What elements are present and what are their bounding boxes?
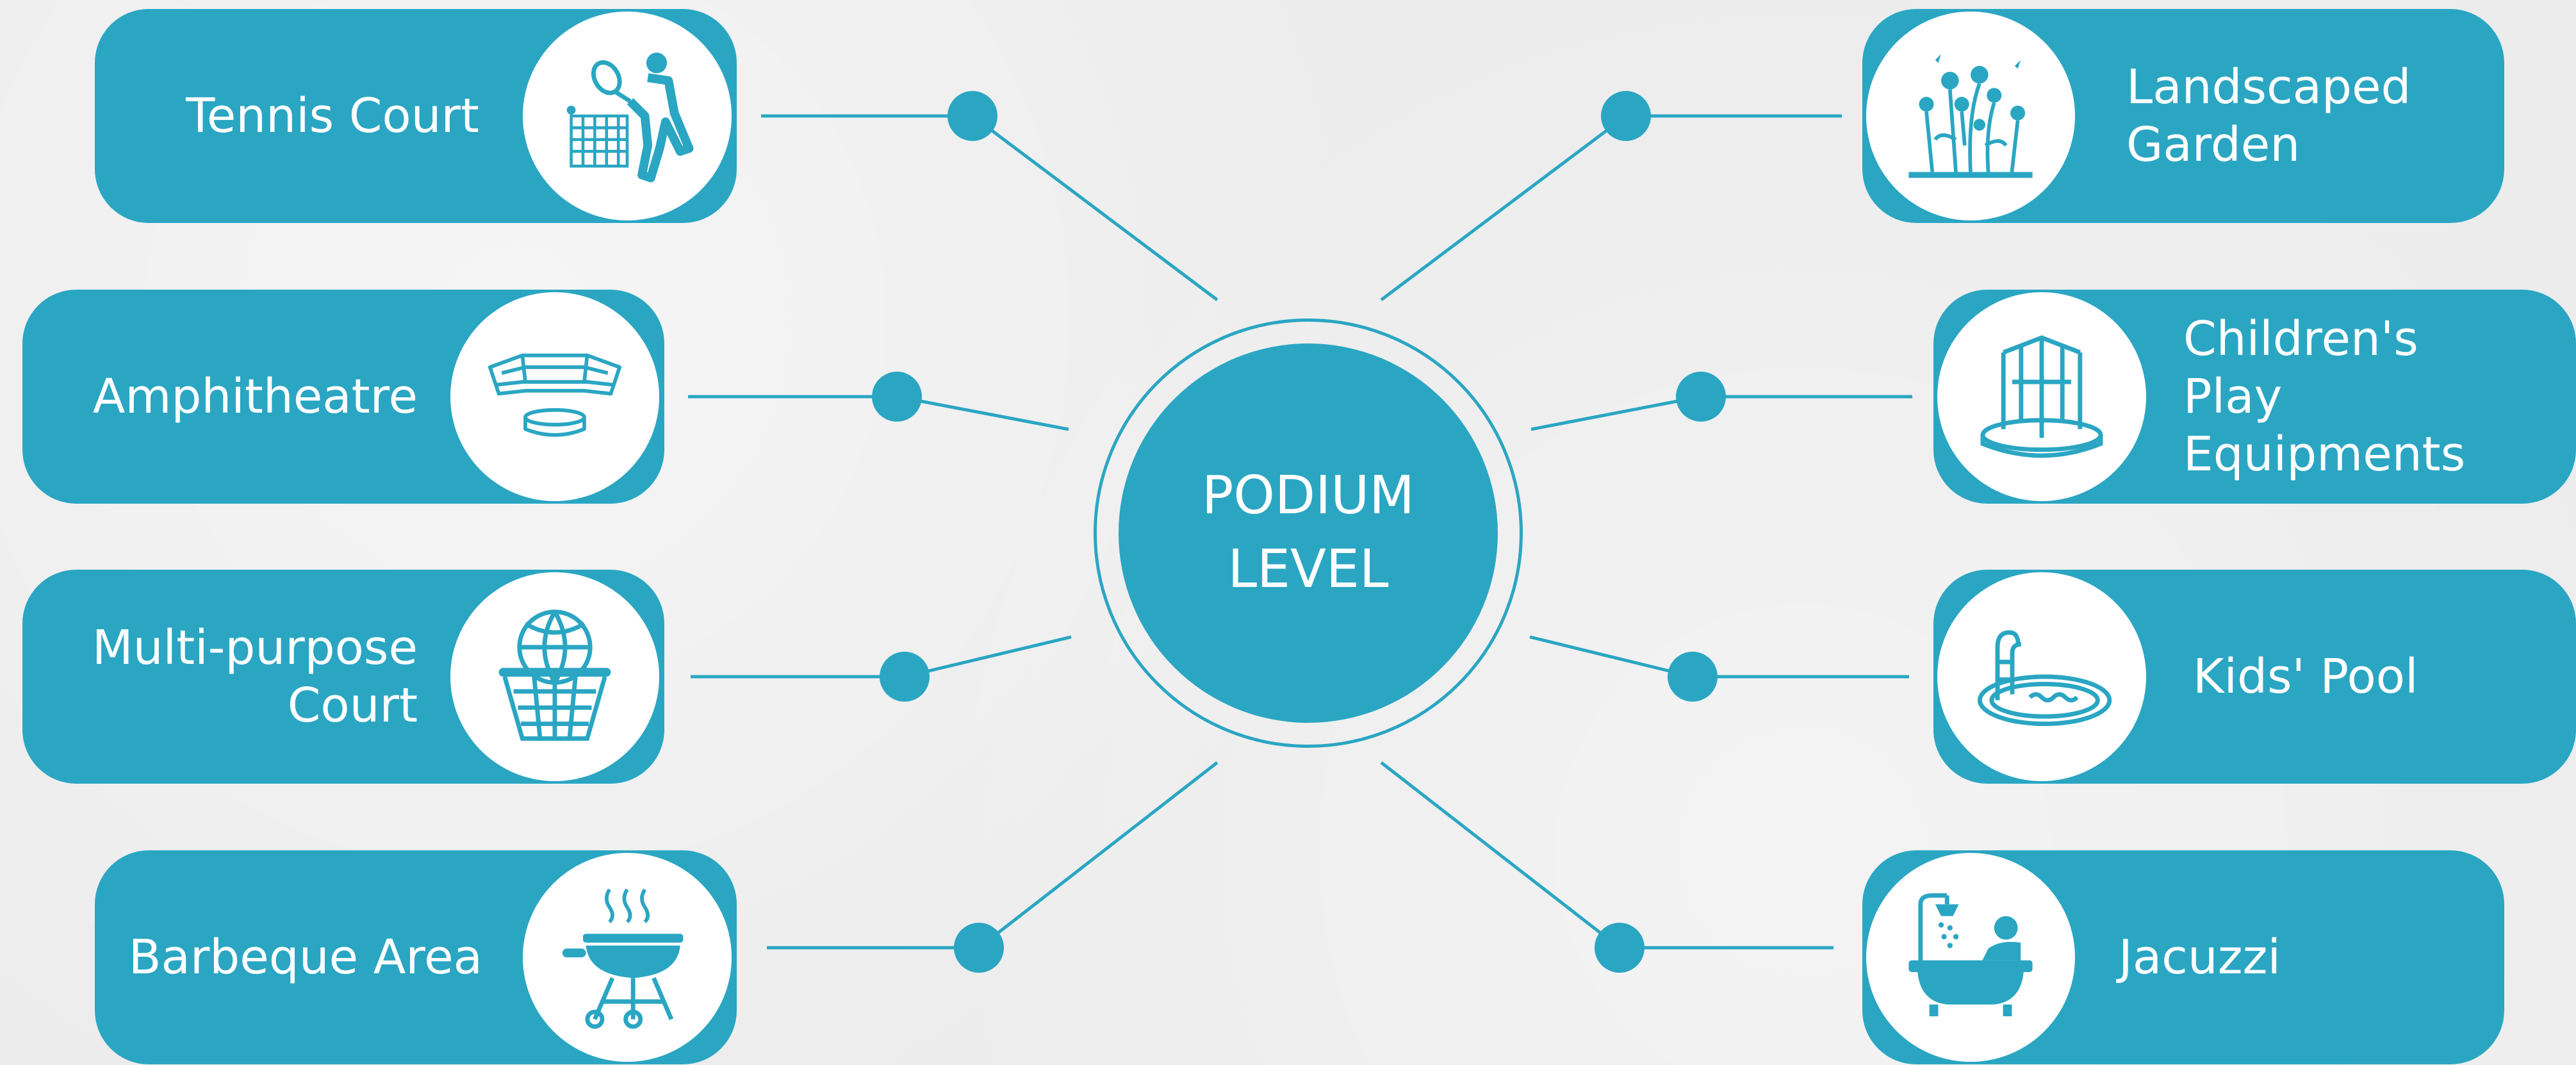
amenity-label: Barbeque Area [128,929,482,985]
amenity-amphitheatre: Amphitheatre [22,290,664,504]
hub-ring [1094,318,1523,748]
amenity-label: Multi-purpose Court [92,620,418,733]
hub-title-line1: PODIUM [1201,465,1415,527]
amenity-label: Tennis Court [186,88,479,144]
amenity-label: Amphitheatre [92,368,418,424]
connector-dot [1601,91,1651,141]
amenity-label: Children's Play Equipments [2183,311,2466,483]
amenity-label: Jacuzzi [2119,929,2281,985]
flowers-icon [1866,12,2075,220]
connector-dot [1668,652,1718,702]
amenity-barbeque-area: Barbeque Area [95,850,737,1064]
connector-dot [948,91,997,141]
amenity-tennis-court: Tennis Court [95,9,737,223]
amenity-multi-purpose-court: Multi-purpose Court [22,570,664,784]
amenity-label: Kids' Pool [2193,648,2418,704]
barbeque-grill-icon [523,853,732,1062]
merry-go-round-icon [1937,292,2146,501]
hub-title-line2: LEVEL [1227,539,1389,600]
hub-podium-level: PODIUM LEVEL [1119,343,1498,723]
pool-icon [1937,572,2146,781]
amenity-landscaped-garden: Landscaped Garden [1862,9,2504,223]
amphitheatre-icon [450,292,659,501]
amenity-jacuzzi: Jacuzzi [1862,850,2504,1064]
connector-dot [872,372,922,422]
connector-dot [954,923,1004,973]
tennis-player-icon [523,12,732,220]
connector-dot [1676,372,1726,422]
amenity-label: Landscaped Garden [2126,59,2411,172]
basketball-hoop-icon [450,572,659,781]
amenity-childrens-play-equipments: Children's Play Equipments [1933,290,2576,504]
amenity-kids-pool: Kids' Pool [1933,570,2576,784]
bathtub-shower-icon [1866,853,2075,1062]
connector-dot [880,652,930,702]
connector-dot [1595,923,1645,973]
